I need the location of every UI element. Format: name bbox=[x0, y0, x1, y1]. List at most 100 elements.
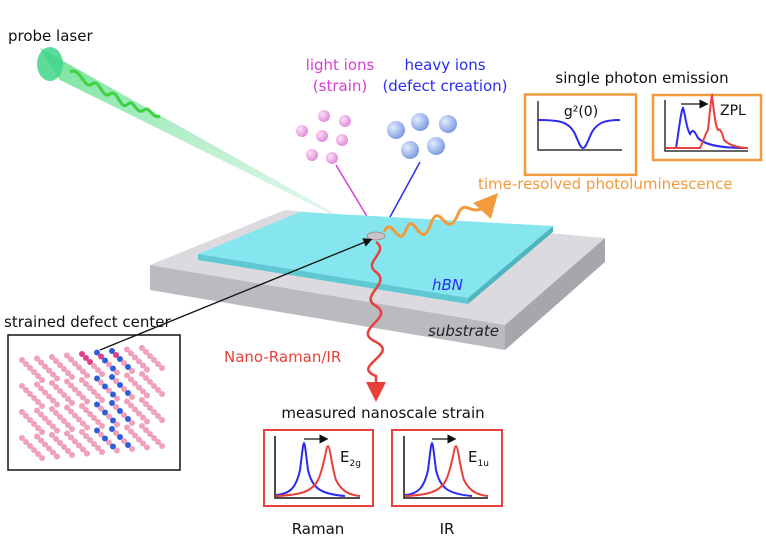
lattice-atom bbox=[139, 423, 145, 429]
lattice-atom bbox=[125, 390, 131, 396]
lattice-atom bbox=[129, 394, 135, 400]
laser-wave bbox=[69, 69, 161, 119]
lattice-atom bbox=[125, 442, 131, 448]
lattice-atom bbox=[144, 392, 150, 399]
lattice-atom bbox=[38, 385, 44, 392]
lattice-atom bbox=[151, 383, 157, 389]
lattice-atom bbox=[113, 352, 119, 358]
lattice-atom bbox=[31, 447, 37, 453]
lattice-atom bbox=[39, 403, 45, 409]
lattice-atom bbox=[84, 450, 90, 457]
raman-label: Raman bbox=[292, 520, 345, 538]
lattice-atom bbox=[139, 397, 145, 403]
lattice-atom bbox=[53, 436, 59, 442]
lattice-atom bbox=[19, 357, 25, 363]
lattice-atom bbox=[98, 431, 104, 438]
lattice-atom bbox=[42, 363, 48, 370]
lattice-atom bbox=[147, 431, 153, 437]
lattice-atom bbox=[79, 403, 85, 409]
lattice-atom bbox=[87, 385, 93, 391]
g2-label: g²(0) bbox=[564, 104, 598, 120]
lattice-atom bbox=[80, 368, 86, 375]
lattice-atom bbox=[136, 410, 142, 417]
lattice-atom bbox=[98, 379, 104, 386]
lattice-atom bbox=[83, 433, 89, 439]
lattice-atom bbox=[68, 408, 74, 415]
lattice-atom bbox=[79, 377, 85, 383]
lattice-atom bbox=[113, 430, 119, 436]
e1u-label: E1u bbox=[468, 448, 489, 469]
lattice-atom bbox=[50, 449, 56, 456]
lattice-atom bbox=[110, 417, 116, 424]
lattice-atom bbox=[159, 417, 165, 423]
lattice-atom bbox=[140, 414, 146, 421]
lattice-atom bbox=[144, 366, 150, 373]
lattice-atom bbox=[27, 365, 33, 371]
hbn-label: hBN bbox=[432, 276, 463, 294]
lattice-atom bbox=[117, 434, 123, 440]
lattice-atom bbox=[109, 400, 115, 406]
lattice-atom bbox=[128, 376, 134, 383]
heavy-ions-sub-label: (defect creation) bbox=[382, 77, 507, 95]
lattice-atom bbox=[38, 359, 44, 366]
lattice-atom bbox=[121, 412, 127, 418]
lattice-atom bbox=[155, 439, 161, 445]
lattice-atom bbox=[72, 438, 78, 445]
substrate-label: substrate bbox=[428, 322, 499, 340]
lattice-atom bbox=[98, 353, 104, 360]
probe-spot bbox=[366, 231, 386, 241]
lattice-atom bbox=[109, 426, 115, 432]
lattice-atom bbox=[109, 374, 115, 380]
defect-pointer-arrow bbox=[99, 238, 373, 351]
lattice-atom bbox=[49, 406, 55, 412]
lattice-atom bbox=[151, 357, 157, 363]
lattice-atom bbox=[76, 416, 82, 423]
e2g-label: E2g bbox=[340, 448, 361, 469]
light-ions-label: light ions bbox=[306, 56, 375, 74]
light-ion-cluster bbox=[296, 110, 351, 164]
lattice-atom bbox=[46, 445, 52, 452]
lattice-atom bbox=[109, 348, 115, 354]
ir-plot: E1u bbox=[391, 429, 503, 507]
lattice-atom bbox=[132, 380, 138, 387]
lattice-atom bbox=[110, 443, 116, 450]
lattice-atom bbox=[121, 386, 127, 392]
lattice-atom bbox=[95, 393, 101, 399]
lattice-atom bbox=[95, 419, 101, 425]
lattice-atom bbox=[80, 446, 86, 453]
zpl-label: ZPL bbox=[720, 103, 746, 119]
lattice-atom bbox=[65, 422, 71, 428]
lattice-atom bbox=[46, 367, 52, 374]
lattice-atom bbox=[19, 435, 25, 441]
lattice-atom bbox=[125, 416, 131, 422]
lattice-atom bbox=[69, 452, 75, 458]
lattice-atom bbox=[132, 354, 138, 361]
nano-raman-ir-label: Nano-Raman/IR bbox=[224, 348, 341, 366]
lattice-atom bbox=[106, 413, 112, 420]
lattice-atom bbox=[79, 351, 85, 357]
lattice-atom bbox=[42, 441, 48, 448]
lattice-atom bbox=[144, 444, 150, 451]
lattice-atom bbox=[102, 357, 108, 364]
lattice-atom bbox=[102, 383, 108, 390]
lattice-atom bbox=[114, 369, 120, 376]
lattice-atom bbox=[54, 427, 60, 434]
lattice-atom bbox=[72, 412, 78, 419]
lattice-atom bbox=[34, 433, 40, 440]
heavy-ion-cluster bbox=[387, 113, 457, 159]
lattice-atom bbox=[143, 349, 149, 355]
lattice-atom bbox=[35, 451, 41, 457]
lattice-atom bbox=[35, 373, 41, 379]
lattice-atom bbox=[68, 382, 74, 389]
lattice-atom bbox=[140, 362, 146, 369]
lattice-atom bbox=[151, 409, 157, 415]
lattice-atom bbox=[42, 415, 48, 422]
lattice-atom bbox=[91, 389, 97, 395]
lattice-atom bbox=[23, 387, 29, 393]
lattice-atom bbox=[140, 388, 146, 395]
lattice-atom bbox=[94, 427, 100, 434]
lattice-atom bbox=[113, 404, 119, 410]
lattice-atom bbox=[114, 395, 120, 402]
lattice-atom bbox=[76, 442, 82, 449]
pl-emission-wave bbox=[382, 193, 499, 238]
